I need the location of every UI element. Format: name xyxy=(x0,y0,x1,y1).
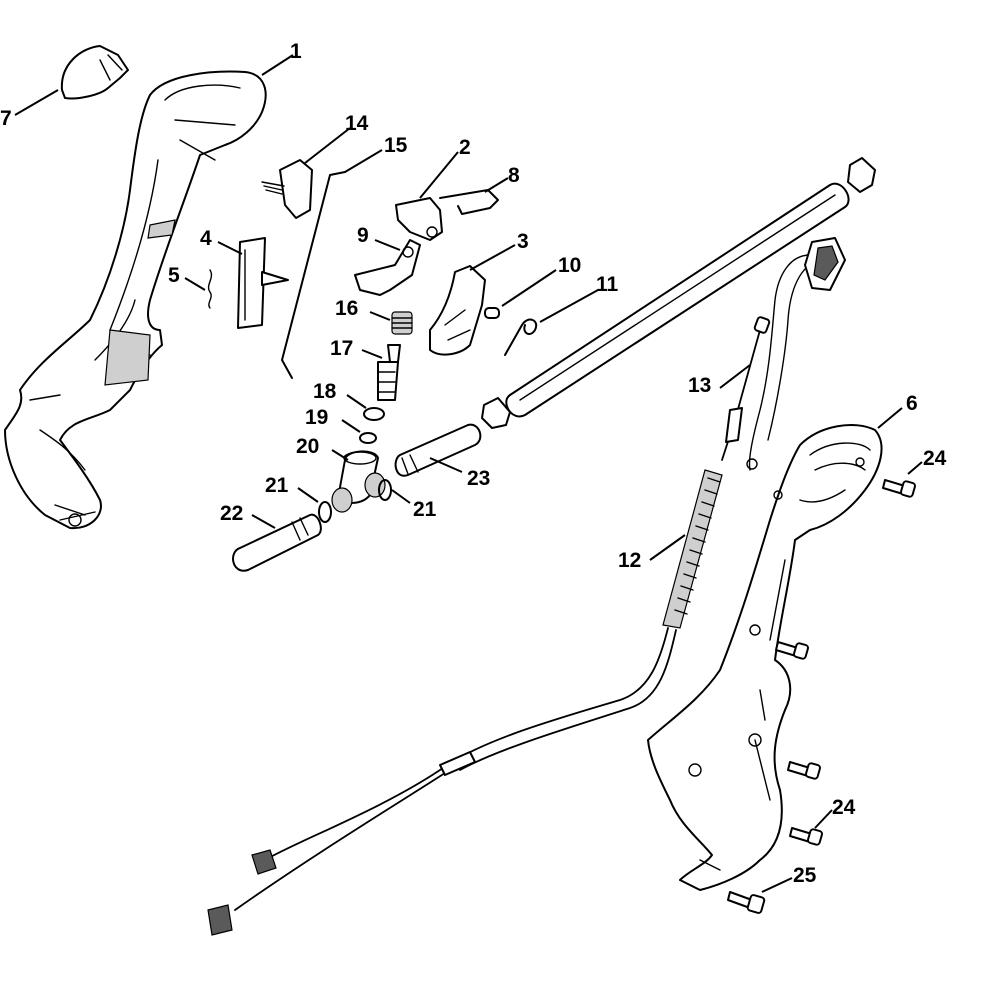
callout-12: 12 xyxy=(618,549,641,572)
part-8-clip xyxy=(439,189,499,215)
callout-8: 8 xyxy=(508,164,520,187)
part-25-screw xyxy=(727,891,766,914)
part-12-cable xyxy=(207,469,723,936)
part-3-throttle-trigger xyxy=(429,265,486,356)
callout-20: 20 xyxy=(296,435,319,458)
callout-23: 23 xyxy=(467,467,490,490)
screw-lower xyxy=(787,761,821,780)
part-10-pin xyxy=(484,307,500,319)
part-15-rod xyxy=(281,171,346,379)
callout-19: 19 xyxy=(305,406,328,429)
callout-2: 2 xyxy=(459,136,471,159)
callout-6: 6 xyxy=(906,392,918,415)
part-4-bracket xyxy=(237,237,289,329)
long-tube xyxy=(481,157,876,429)
callout-4: 4 xyxy=(200,227,212,250)
callout-3: 3 xyxy=(517,230,529,253)
leader-lines xyxy=(14,54,923,893)
callout-21-left: 21 xyxy=(265,474,289,497)
callout-25: 25 xyxy=(793,864,817,887)
part-1-handle-housing-left xyxy=(4,70,267,530)
part-24-screw-upper xyxy=(882,479,916,498)
callout-1: 1 xyxy=(290,40,302,63)
part-5-spring xyxy=(207,269,213,309)
callout-13: 13 xyxy=(688,374,711,397)
callout-21-right: 21 xyxy=(413,498,437,521)
callout-9: 9 xyxy=(357,224,369,247)
callouts: 1 7 14 15 2 8 4 9 3 5 10 11 16 17 13 6 1… xyxy=(0,40,947,887)
callout-17: 17 xyxy=(330,337,353,360)
callout-14: 14 xyxy=(345,112,369,135)
callout-7: 7 xyxy=(0,107,12,130)
part-17-valve xyxy=(377,344,401,401)
part-11-spring xyxy=(504,318,538,356)
part-6-handle-housing-right xyxy=(647,424,883,891)
part-24-screw-lower xyxy=(789,827,823,846)
part-2-lever-block xyxy=(395,197,443,241)
part-20-connector xyxy=(331,450,386,513)
part-9-lever xyxy=(354,239,421,296)
callout-24-lower: 24 xyxy=(832,796,856,819)
callout-16: 16 xyxy=(335,297,358,320)
part-21-ring-left xyxy=(318,501,332,523)
part-21-ring-right xyxy=(378,479,392,501)
callout-15: 15 xyxy=(384,134,408,157)
callout-22: 22 xyxy=(220,502,243,525)
callout-18: 18 xyxy=(313,380,337,403)
part-13-wire-harness xyxy=(721,237,846,471)
part-7-cap xyxy=(60,45,129,100)
callout-5: 5 xyxy=(168,264,180,287)
callout-24-upper: 24 xyxy=(923,447,947,470)
callout-10: 10 xyxy=(558,254,581,277)
part-23-hose xyxy=(394,423,482,477)
part-14-switch xyxy=(261,159,313,219)
part-22-hose xyxy=(232,513,322,572)
callout-11: 11 xyxy=(596,273,619,296)
part-18-o-ring xyxy=(363,407,385,421)
part-19-o-ring xyxy=(359,432,377,444)
screw-middle xyxy=(775,641,809,660)
part-16-spring xyxy=(391,311,413,335)
